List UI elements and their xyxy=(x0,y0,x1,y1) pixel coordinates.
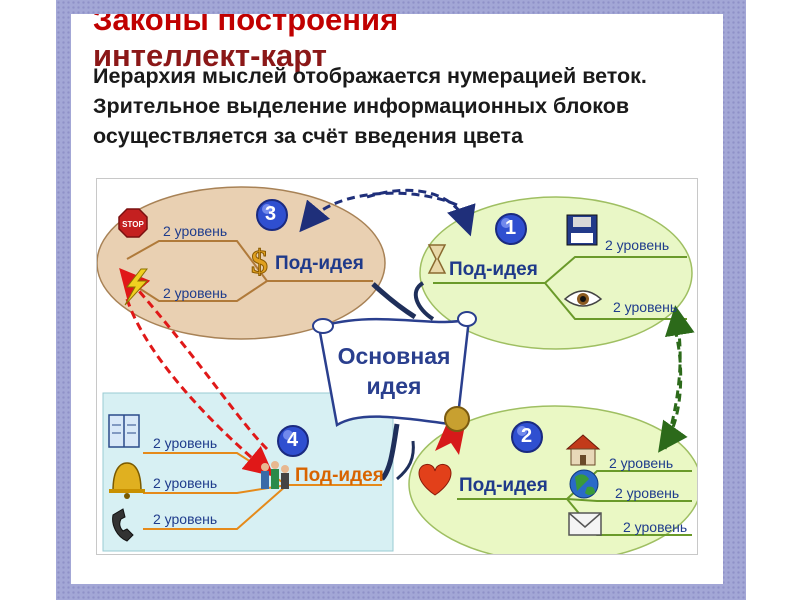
branch-4-idea: Под-идея xyxy=(295,465,384,486)
branch-1-idea: Под-идея xyxy=(449,259,538,280)
lightning-icon xyxy=(124,268,149,306)
branch-2-level-3: 2 уровень xyxy=(623,519,688,535)
book-icon xyxy=(108,414,140,448)
branch-1-level-2: 2 уровень xyxy=(613,299,678,315)
arrow-1-to-3 xyxy=(299,191,458,233)
branch-4-level-3: 2 уровень xyxy=(153,511,218,527)
hourglass-icon xyxy=(427,244,447,274)
arrow-4-to-3 xyxy=(119,267,269,451)
floppy-disk-icon xyxy=(566,214,598,246)
main-idea-line1: Основная xyxy=(337,343,451,369)
branch-2-level-2: 2 уровень xyxy=(615,485,680,501)
bell-icon xyxy=(109,462,145,499)
svg-text:STOP: STOP xyxy=(122,220,144,229)
eye-icon xyxy=(563,290,603,307)
heart-icon xyxy=(418,464,452,496)
slide-title-line1: Законы построения xyxy=(93,14,399,37)
branch-2-idea: Под-идея xyxy=(459,475,548,496)
branch-4-number: 4 xyxy=(287,429,299,451)
main-connector-branch-1 xyxy=(413,281,435,321)
slide-body-text: Иерархия мыслей отображается нумерацией … xyxy=(93,64,647,148)
dollar-icon: $ xyxy=(251,244,269,282)
branch-1-lines xyxy=(433,256,687,320)
scroll-icon xyxy=(312,311,477,428)
envelope-icon xyxy=(568,512,602,536)
branch-2-number-badge xyxy=(511,421,543,453)
svg-text:$: $ xyxy=(251,244,268,281)
stop-sign-icon: STOP xyxy=(118,208,148,238)
main-idea-label: Основная идея xyxy=(335,341,453,401)
ribbon-medal-icon xyxy=(435,406,470,455)
house-icon xyxy=(565,434,601,466)
slide-title-line2: интеллект-карт xyxy=(93,38,327,73)
telephone-icon xyxy=(112,508,134,542)
branch-1-number: 1 xyxy=(505,217,517,239)
slide-title: Законы построения интеллект-карт xyxy=(93,14,398,74)
arrow-2-to-1 xyxy=(663,305,695,450)
arrow-1-to-2 xyxy=(658,328,688,453)
branch-4-number-badge xyxy=(277,425,309,457)
main-connector-branch-3 xyxy=(371,282,417,320)
main-idea-line2: идея xyxy=(366,373,422,399)
branch-3-idea: Под-идея xyxy=(275,253,364,274)
arrow-3-to-4 xyxy=(125,298,275,477)
branch-2-number: 2 xyxy=(521,425,533,447)
branch-4-level-2: 2 уровень xyxy=(153,475,218,491)
branch-3-number-badge xyxy=(256,199,288,231)
mind-map-graphics: STOP $ xyxy=(97,186,697,554)
branch-3-level-1: 2 уровень xyxy=(163,223,228,239)
branch-2-area xyxy=(408,405,697,554)
arrow-3-to-1 xyxy=(366,188,476,237)
branch-4-lines xyxy=(143,452,382,530)
main-connector-branch-2 xyxy=(396,440,415,481)
branch-1-level-1: 2 уровень xyxy=(605,237,670,253)
branch-4-level-1: 2 уровень xyxy=(153,435,218,451)
branch-2-level-1: 2 уровень xyxy=(609,455,674,471)
branch-3-number: 3 xyxy=(265,203,277,225)
globe-icon xyxy=(569,469,599,499)
branch-3-level-2: 2 уровень xyxy=(163,285,228,301)
mind-map-diagram: STOP $ xyxy=(96,178,698,555)
main-connector-branch-4 xyxy=(380,423,400,481)
people-icon xyxy=(261,461,289,489)
branch-1-number-badge xyxy=(495,213,527,245)
